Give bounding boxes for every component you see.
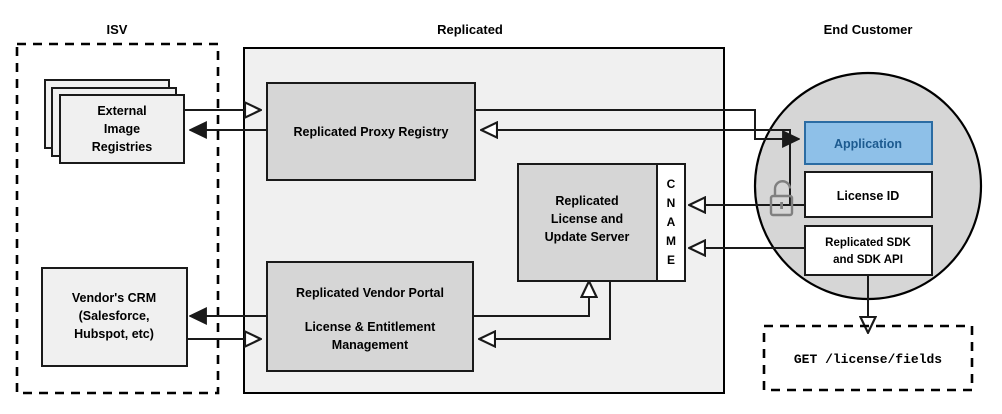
cname-letter-m: M	[666, 234, 676, 248]
unlock-padlock-icon	[769, 180, 794, 217]
cname-letter-e: E	[667, 253, 675, 267]
vendor-portal-line-1: Replicated Vendor Portal	[296, 286, 444, 300]
replicated-sdk-box	[804, 225, 933, 276]
connectors	[184, 110, 868, 339]
proxy-registry-box	[266, 82, 476, 181]
cname-letter-c: C	[667, 177, 676, 191]
vendors-crm-node[interactable]: Vendor's CRM (Salesforce, Hubspot, etc)	[41, 267, 188, 367]
registries-line-1: External	[97, 104, 146, 118]
section-title-isv: ISV	[107, 22, 128, 37]
crm-line-3: Hubspot, etc)	[74, 327, 154, 341]
registries-line-2: Image	[104, 122, 140, 136]
cname-letter-a: A	[667, 215, 676, 229]
vendor-portal-line-3: License & Entitlement	[305, 320, 436, 334]
vendors-crm-box	[41, 267, 188, 367]
connector-customer-to-proxy	[481, 130, 791, 205]
license-server-line-2: License and	[551, 212, 623, 226]
connector-proxy-to-application	[475, 109, 799, 139]
cname-letter-n: N	[667, 196, 676, 210]
replicated-proxy-registry-node[interactable]: Replicated Proxy Registry	[266, 82, 476, 181]
license-id-node[interactable]: License ID	[804, 171, 933, 218]
crm-line-1: Vendor's CRM	[72, 291, 156, 305]
api-call-node[interactable]: GET /license/fields	[762, 324, 974, 392]
replicated-vendor-portal-node[interactable]: Replicated Vendor Portal License & Entit…	[266, 261, 474, 372]
replicated-license-update-server-node[interactable]: Replicated License and Update Server C N…	[517, 163, 686, 282]
sdk-line-2: and SDK API	[833, 254, 903, 266]
vendor-portal-box	[266, 261, 474, 372]
application-box	[804, 121, 933, 165]
license-id-box	[804, 171, 933, 218]
connector-portal-to-license-server	[473, 281, 589, 317]
application-node[interactable]: Application	[804, 121, 933, 165]
license-update-server-box	[517, 163, 658, 282]
section-title-end-customer: End Customer	[824, 22, 913, 37]
license-server-line-1: Replicated	[555, 194, 618, 208]
replicated-sdk-node[interactable]: Replicated SDK and SDK API	[804, 225, 933, 276]
api-call-label: GET /license/fields	[794, 352, 942, 367]
section-title-replicated: Replicated	[437, 22, 503, 37]
proxy-registry-label: Replicated Proxy Registry	[294, 125, 449, 139]
isv-group-boundary	[15, 42, 220, 395]
external-image-registries[interactable]: External Image Registries	[44, 79, 185, 164]
registries-line-3: Registries	[92, 140, 152, 154]
cname-box	[656, 163, 686, 282]
license-id-label: License ID	[837, 189, 900, 203]
vendor-portal-line-4: Management	[332, 338, 409, 352]
sdk-line-1: Replicated SDK	[825, 237, 911, 249]
crm-line-2: (Salesforce,	[79, 309, 150, 323]
application-label: Application	[834, 137, 902, 151]
license-server-line-3: Update Server	[545, 230, 630, 244]
registry-stack-front	[59, 94, 185, 164]
api-call-boundary	[762, 324, 974, 392]
connector-license-server-to-portal	[479, 281, 611, 339]
